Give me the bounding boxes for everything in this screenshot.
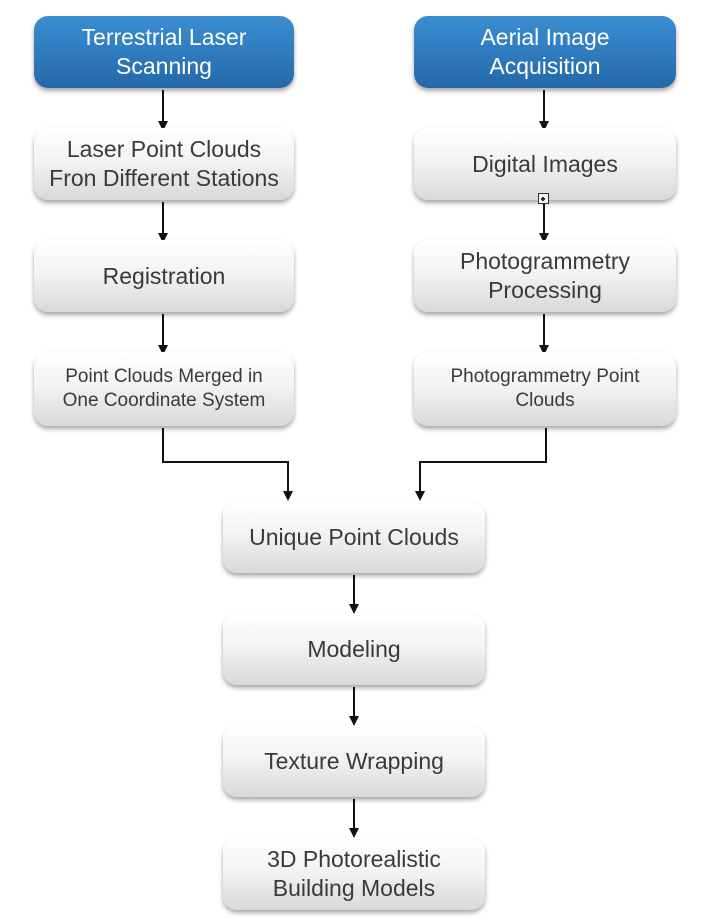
node-photo-clouds-label: Photogrammetry Point Clouds [450, 366, 640, 411]
node-texture-wrapping: Texture Wrapping [223, 726, 485, 797]
node-laser-point-clouds: Laser Point Clouds Fron Different Statio… [34, 128, 294, 200]
node-modeling-label: Modeling [307, 636, 401, 663]
node-unique-label: Unique Point Clouds [249, 524, 459, 551]
connection-port-icon [538, 193, 549, 204]
node-terrestrial-label: Terrestrial Laser Scanning [81, 24, 247, 79]
node-aerial-image-acquisition: Aerial Image Acquisition [414, 16, 676, 88]
connector-photo-clouds-to-unique [415, 428, 547, 501]
node-aerial-label: Aerial Image Acquisition [480, 24, 610, 79]
node-registration-label: Registration [102, 262, 226, 289]
node-processing-label: Photogrammetry Processing [459, 248, 630, 303]
node-photogrammetry-point-clouds: Photogrammetry Point Clouds [414, 352, 676, 426]
node-point-clouds-merged: Point Clouds Merged in One Coordinate Sy… [34, 352, 294, 426]
node-unique-point-clouds: Unique Point Clouds [223, 502, 485, 573]
node-digital-images-label: Digital Images [472, 150, 618, 177]
node-photogrammetry-processing: Photogrammetry Processing [414, 240, 676, 312]
node-texture-label: Texture Wrapping [264, 748, 444, 775]
node-merged-label: Point Clouds Merged in One Coordinate Sy… [62, 366, 266, 411]
node-3d-building-models: 3D Photorealistic Building Models [223, 838, 485, 910]
connector-merged-to-unique [162, 428, 293, 501]
node-digital-images: Digital Images [414, 128, 676, 200]
node-models-label: 3D Photorealistic Building Models [267, 846, 441, 901]
node-terrestrial-laser-scanning: Terrestrial Laser Scanning [34, 16, 294, 88]
node-registration: Registration [34, 240, 294, 312]
node-laser-clouds-label: Laser Point Clouds Fron Different Statio… [49, 136, 279, 191]
node-modeling: Modeling [223, 614, 485, 685]
